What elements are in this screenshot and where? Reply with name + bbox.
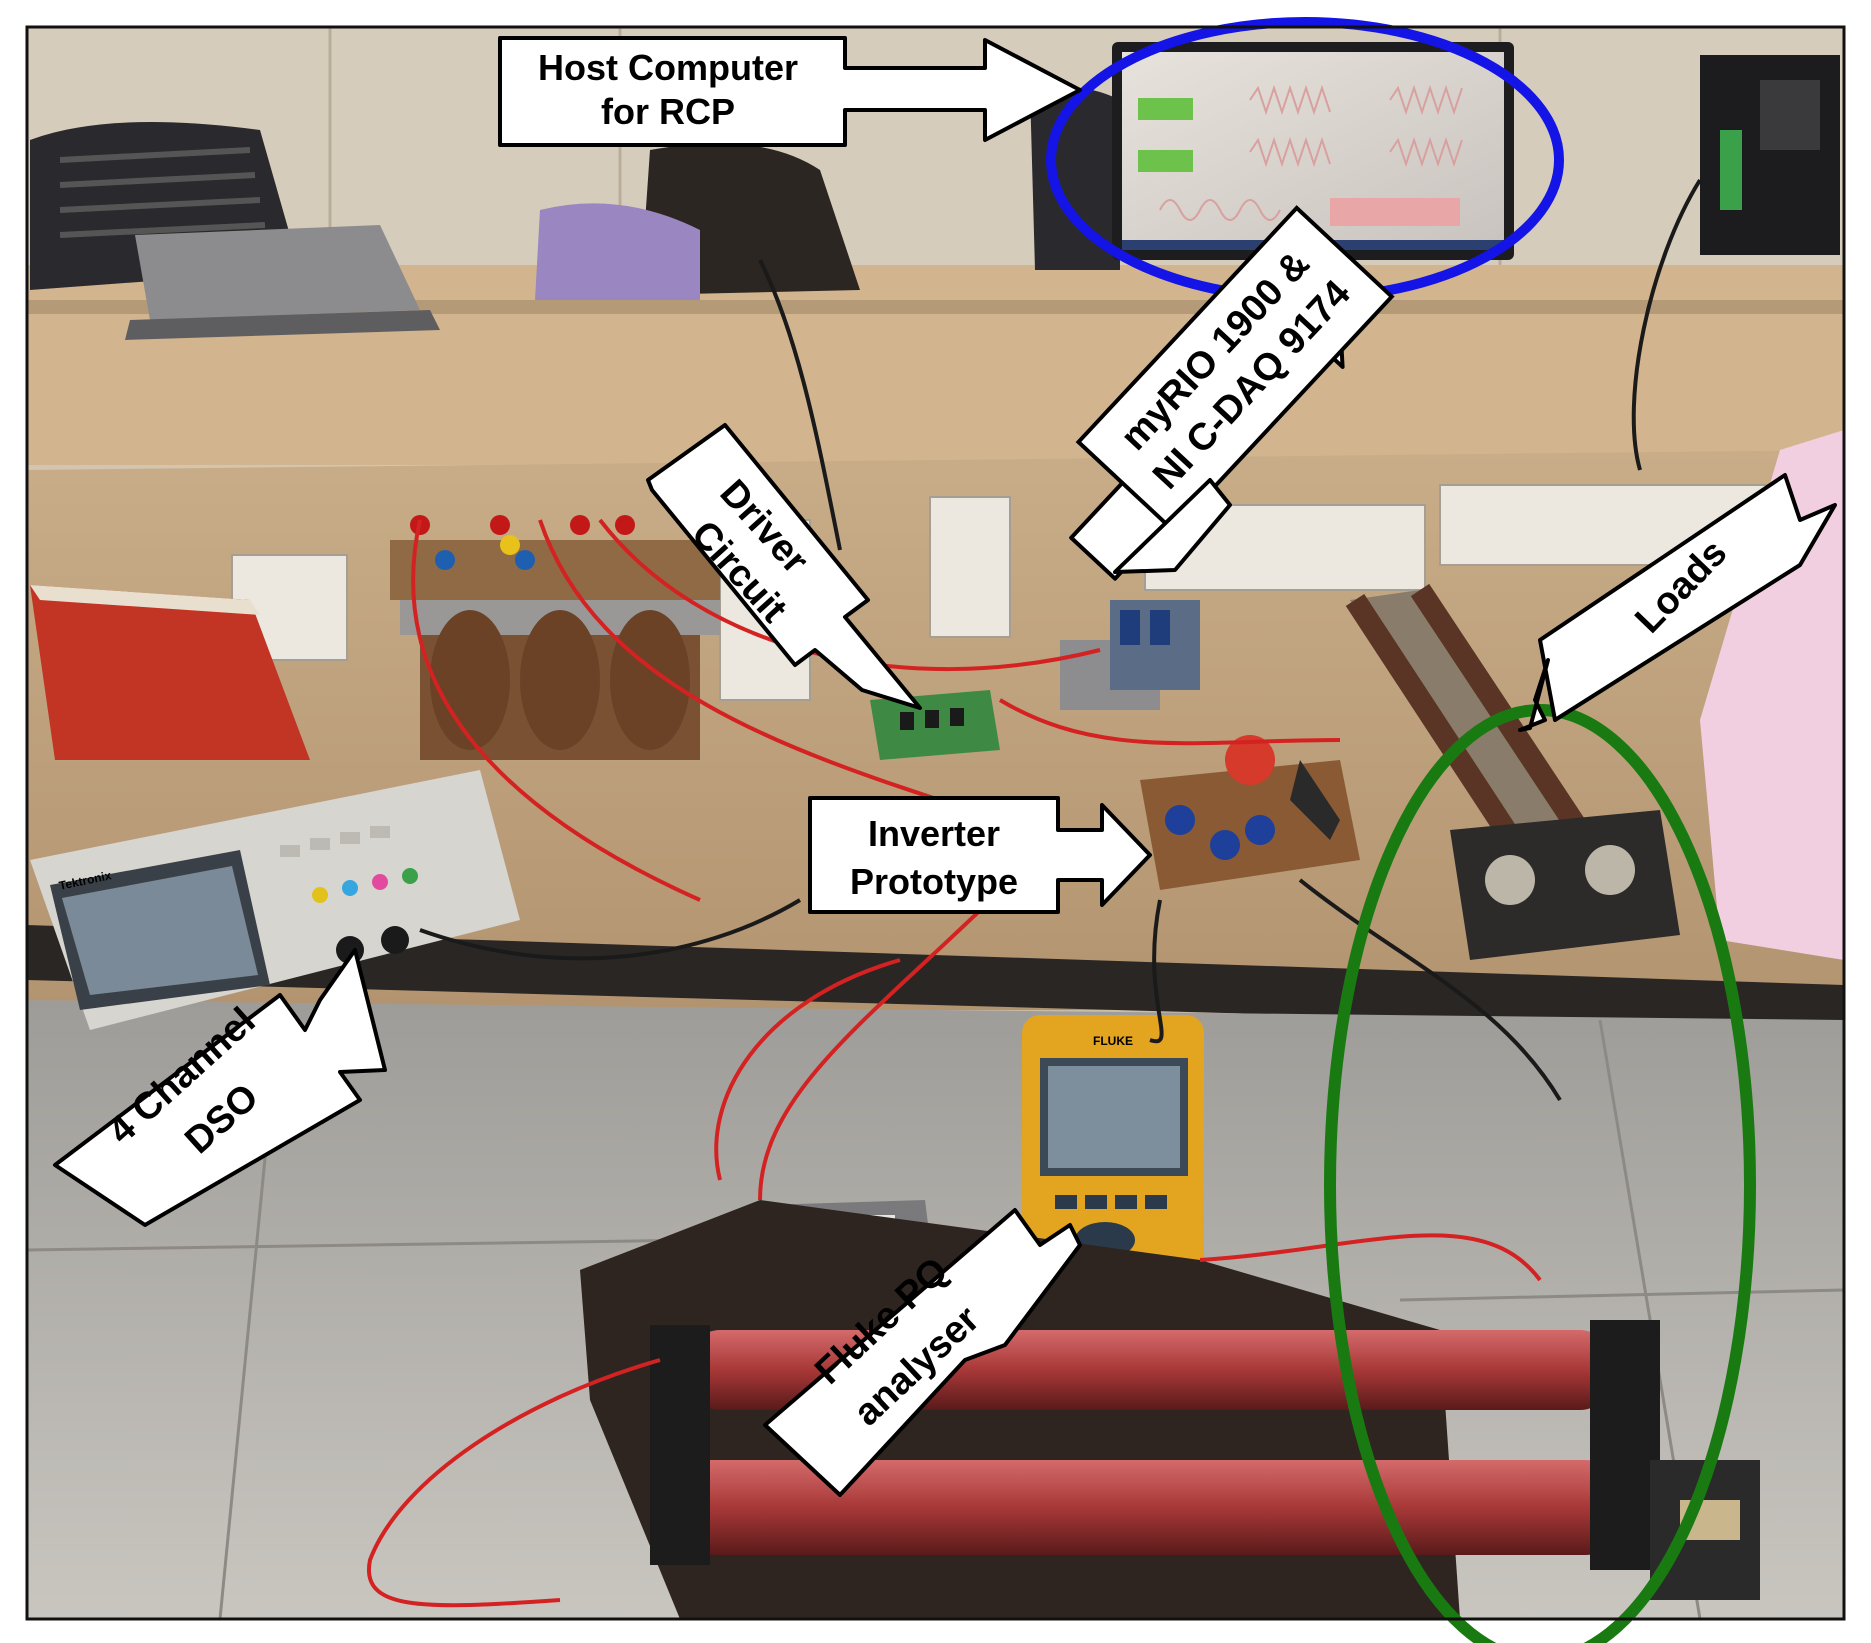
book xyxy=(30,585,310,760)
pc-tower xyxy=(1700,55,1840,255)
callout-inverter: Inverter Prototype xyxy=(808,796,1152,914)
screen-red-panel xyxy=(1330,198,1460,226)
callout-inverter-line1: Inverter xyxy=(868,813,1000,854)
inverter-board xyxy=(1140,735,1360,890)
fluke-analyser: FLUKE xyxy=(1022,1015,1204,1315)
photo-border xyxy=(25,25,1846,1621)
host-monitor xyxy=(1112,42,1514,260)
bag xyxy=(535,143,860,300)
callout-host-line1: Host Computer xyxy=(538,47,798,88)
partition-rail xyxy=(27,300,1844,314)
bench-edge xyxy=(27,925,1844,1030)
fluke-brand-label: FLUKE xyxy=(1093,1034,1133,1048)
driver-board xyxy=(870,690,1000,760)
callout-host-computer: Host Computer for RCP xyxy=(498,36,1082,147)
rheostat-bench xyxy=(1345,583,1680,960)
black-wires xyxy=(419,178,1702,1102)
screen-indicator-bars xyxy=(1138,98,1193,172)
callout-host-line2: for RCP xyxy=(601,91,735,132)
myrio-daq-module xyxy=(1060,600,1200,710)
callout-myrio-arrow xyxy=(1113,478,1232,574)
oscilloscope: Tektronix xyxy=(30,770,520,1030)
callout-inverter-line2: Prototype xyxy=(850,861,1018,902)
transformer xyxy=(390,515,720,760)
cloth xyxy=(1700,430,1844,960)
callout-loads: Loads xyxy=(1518,473,1837,732)
laptop xyxy=(125,225,440,340)
screen-waveforms xyxy=(1159,84,1463,221)
